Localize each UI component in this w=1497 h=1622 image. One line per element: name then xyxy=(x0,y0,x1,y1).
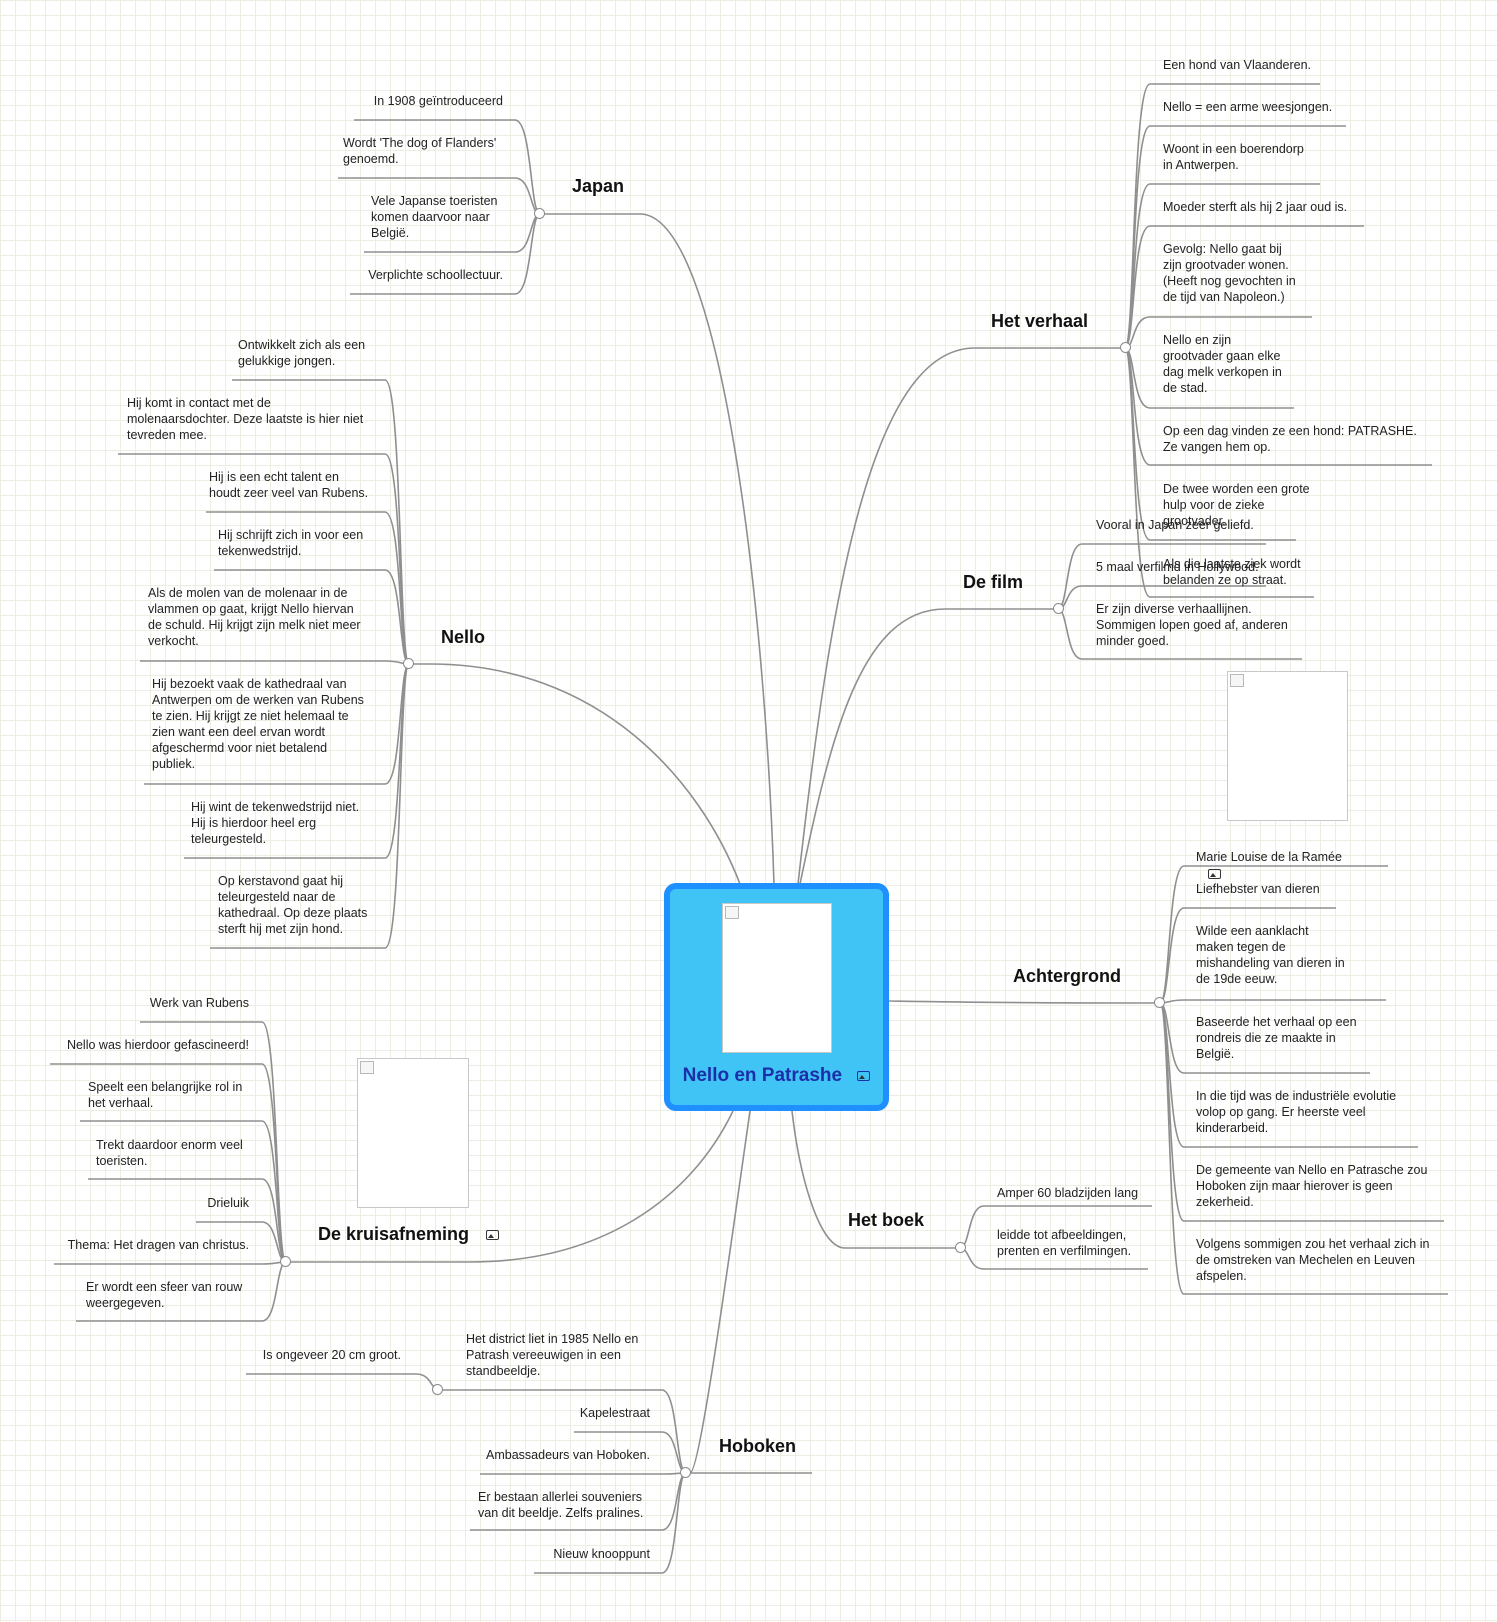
image-icon[interactable] xyxy=(486,1230,500,1241)
achtergrond-item[interactable]: In die tijd was de industriële evolutie … xyxy=(1196,1089,1397,1135)
nello-node-dot[interactable] xyxy=(403,658,414,669)
branch-het-boek[interactable]: Het boek xyxy=(848,1210,925,1230)
het-verhaal-item[interactable]: Als die laatste ziek wordt belanden ze o… xyxy=(1163,557,1301,587)
japan-node-dot[interactable] xyxy=(534,208,545,219)
achtergrond-item[interactable]: De gemeente van Nello en Patrasche zou H… xyxy=(1196,1163,1428,1209)
het-verhaal-item[interactable]: Nello en zijn grootvader gaan elke dag m… xyxy=(1163,333,1282,395)
nello-item[interactable]: Hij bezoekt vaak de kathedraal van Antwe… xyxy=(152,677,364,771)
nello-item[interactable]: Als de molen van de molenaar in de vlamm… xyxy=(148,586,361,648)
nello-item[interactable]: Ontwikkelt zich als een gelukkige jongen… xyxy=(238,338,366,368)
de-kruisafneming-item[interactable]: Er wordt een sfeer van rouw weergegeven. xyxy=(86,1280,243,1310)
het-verhaal-item[interactable]: Gevolg: Nello gaat bij zijn grootvader w… xyxy=(1163,242,1296,304)
branch-achtergrond[interactable]: Achtergrond xyxy=(1013,966,1121,986)
het-verhaal-item[interactable]: Op een dag vinden ze een hond: PATRASHE.… xyxy=(1163,424,1417,454)
hoboken-item[interactable]: Nieuw knooppunt xyxy=(553,1547,650,1561)
achtergrond-image-placeholder xyxy=(1227,671,1348,821)
japan-item[interactable]: In 1908 geïntroduceerd xyxy=(373,94,503,108)
central-topic-title: Nello en Patrashe xyxy=(670,1065,883,1087)
het-verhaal-node-dot[interactable] xyxy=(1120,342,1131,353)
achtergrond-item[interactable]: Baseerde het verhaal op een rondreis die… xyxy=(1196,1015,1357,1061)
central-image-placeholder xyxy=(722,903,832,1053)
de-film-item[interactable]: Vooral in Japan zeer geliefd. xyxy=(1096,518,1254,532)
image-icon[interactable] xyxy=(857,1070,871,1081)
branch-nello[interactable]: Nello xyxy=(441,627,486,647)
het-verhaal-item[interactable]: Woont in een boerendorp in Antwerpen. xyxy=(1163,142,1304,172)
branch-de-kruisafneming-label: De kruisafneming xyxy=(318,1224,470,1244)
hoboken-node-dot[interactable] xyxy=(680,1467,691,1478)
het-verhaal-item[interactable]: De twee worden een grote hulp voor de zi… xyxy=(1163,482,1310,528)
japan-item[interactable]: Vele Japanse toeristen komen daarvoor na… xyxy=(371,194,498,240)
branch-japan[interactable]: Japan xyxy=(572,176,625,196)
de-kruisafneming-item[interactable]: Drieluik xyxy=(207,1196,249,1210)
hoboken-sub-item[interactable]: Is ongeveer 20 cm groot. xyxy=(262,1348,401,1362)
achtergrond-item[interactable]: Wilde een aanklacht maken tegen de misha… xyxy=(1196,924,1345,986)
het-boek-item[interactable]: Amper 60 bladzijden lang xyxy=(997,1186,1139,1200)
de-kruisafneming-node-dot[interactable] xyxy=(280,1256,291,1267)
branch-hoboken[interactable]: Hoboken xyxy=(719,1436,797,1456)
branch-de-kruisafneming[interactable]: De kruisafneming xyxy=(318,1224,500,1245)
branch-de-film[interactable]: De film xyxy=(963,572,1024,592)
de-kruisafneming-item[interactable]: Speelt een belangrijke rol in het verhaa… xyxy=(88,1080,243,1110)
achtergrond-item[interactable]: Liefhebster van dieren xyxy=(1196,882,1320,896)
de-kruisafneming-item[interactable]: Nello was hierdoor gefascineerd! xyxy=(66,1038,249,1052)
de-film-item[interactable]: Er zijn diverse verhaallijnen. Sommigen … xyxy=(1096,602,1288,648)
het-boek-node-dot[interactable] xyxy=(955,1242,966,1253)
achtergrond-item[interactable]: Volgens sommigen zou het verhaal zich in… xyxy=(1196,1237,1430,1283)
de-kruisafneming-item[interactable]: Werk van Rubens xyxy=(149,996,249,1010)
hoboken-item[interactable]: Ambassadeurs van Hoboken. xyxy=(486,1448,650,1462)
nello-item[interactable]: Op kerstavond gaat hij teleurgesteld naa… xyxy=(218,874,368,936)
central-topic-label: Nello en Patrashe xyxy=(682,1065,843,1086)
de-kruisafneming-item[interactable]: Thema: Het dragen van christus. xyxy=(67,1238,249,1252)
japan-item[interactable]: Verplichte schoollectuur. xyxy=(368,268,503,282)
image-icon[interactable] xyxy=(1208,868,1221,879)
het-verhaal-item[interactable]: Moeder sterft als hij 2 jaar oud is. xyxy=(1163,200,1348,214)
hoboken-item[interactable]: Kapelestraat xyxy=(579,1406,650,1420)
nello-item[interactable]: Hij schrijft zich in voor een tekenwedst… xyxy=(218,528,364,558)
achtergrond-author-label: Marie Louise de la Ramée xyxy=(1196,850,1342,864)
achtergrond-item[interactable]: Marie Louise de la Ramée xyxy=(1196,833,1342,881)
hoboken-item[interactable]: Het district liet in 1985 Nello en Patra… xyxy=(466,1332,639,1378)
kruisafneming-image-placeholder xyxy=(357,1058,469,1208)
het-verhaal-item[interactable]: Een hond van Vlaanderen. xyxy=(1163,58,1312,72)
nello-item[interactable]: Hij komt in contact met de molenaarsdoch… xyxy=(127,396,364,442)
de-film-item[interactable]: 5 maal verfilmd in Hollywood. xyxy=(1096,560,1259,574)
de-film-node-dot[interactable] xyxy=(1053,603,1064,614)
hoboken-standbeeldje-node-dot[interactable] xyxy=(432,1384,443,1395)
japan-item[interactable]: Wordt 'The dog of Flanders' genoemd. xyxy=(343,136,497,166)
achtergrond-node-dot[interactable] xyxy=(1154,997,1165,1008)
central-topic-node[interactable]: Nello en Patrashe xyxy=(664,883,889,1111)
nello-item[interactable]: Hij is een echt talent en houdt zeer vee… xyxy=(209,470,369,500)
nello-item[interactable]: Hij wint de tekenwedstrijd niet. Hij is … xyxy=(191,800,360,846)
hoboken-item[interactable]: Er bestaan allerlei souveniers van dit b… xyxy=(478,1490,644,1520)
het-verhaal-item[interactable]: Nello = een arme weesjongen. xyxy=(1163,100,1333,114)
branch-het-verhaal[interactable]: Het verhaal xyxy=(991,311,1089,331)
het-boek-item[interactable]: leidde tot afbeeldingen, prenten en verf… xyxy=(997,1228,1132,1258)
de-kruisafneming-item[interactable]: Trekt daardoor enorm veel toeristen. xyxy=(96,1138,243,1168)
